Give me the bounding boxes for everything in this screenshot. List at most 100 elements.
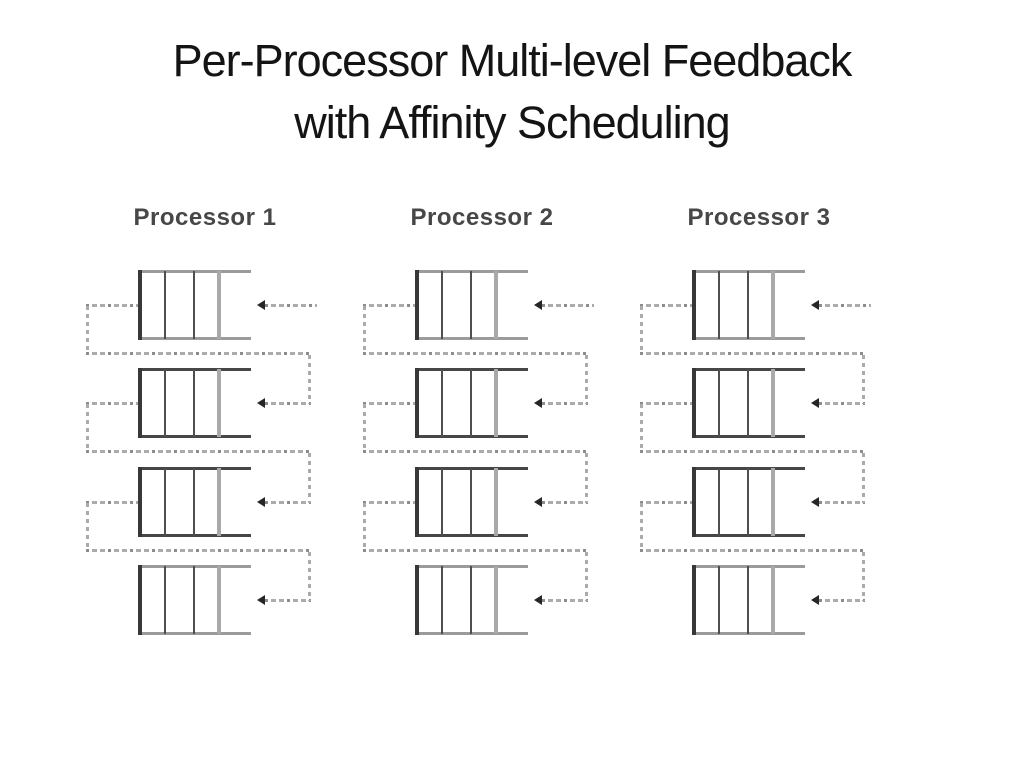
feedback-loop2-out bbox=[86, 402, 138, 405]
queue-cell-divider bbox=[164, 271, 166, 339]
queue-closed-end bbox=[692, 368, 696, 438]
queue-cell-divider bbox=[718, 468, 720, 536]
queue-level-1 bbox=[415, 270, 528, 340]
processor-group: Processor 3 bbox=[640, 200, 878, 645]
arrow-left-icon bbox=[811, 595, 819, 605]
queue-closed-end bbox=[692, 467, 696, 537]
queue-closed-end bbox=[415, 270, 419, 340]
queue-closed-end bbox=[138, 270, 142, 340]
queue-cell-divider bbox=[193, 566, 195, 634]
queue-closed-end bbox=[692, 270, 696, 340]
queue-level-2 bbox=[692, 368, 805, 438]
queue-cell-divider bbox=[747, 566, 749, 634]
feedback-loop1-drop bbox=[308, 355, 311, 404]
queue-cell-divider bbox=[494, 271, 498, 339]
processor-group: Processor 2 bbox=[363, 200, 601, 645]
queue-cell-divider bbox=[193, 369, 195, 437]
feedback-loop3-out bbox=[640, 501, 692, 504]
queue-level-3 bbox=[138, 467, 251, 537]
feedback-loop3-down bbox=[86, 503, 89, 550]
feedback-loop3-out bbox=[86, 501, 138, 504]
queue-closed-end bbox=[415, 368, 419, 438]
queue-closed-end bbox=[138, 565, 142, 635]
queue1-input-dash bbox=[819, 304, 871, 307]
queue4-input-dash bbox=[819, 599, 865, 602]
arrow-left-icon bbox=[811, 497, 819, 507]
slide-title: Per-Processor Multi-level Feedback with … bbox=[0, 30, 1024, 154]
slide-title-line2: with Affinity Scheduling bbox=[294, 97, 730, 148]
queue-cell-divider bbox=[217, 468, 221, 536]
feedback-loop1-run bbox=[86, 352, 311, 355]
feedback-loop2-down bbox=[363, 404, 366, 451]
queue-cell-divider bbox=[771, 468, 775, 536]
feedback-loop1-out bbox=[363, 304, 415, 307]
feedback-loop2-out bbox=[363, 402, 415, 405]
queue4-input-dash bbox=[542, 599, 588, 602]
queue4-input-dash bbox=[265, 599, 311, 602]
queue-cell-divider bbox=[441, 566, 443, 634]
queue-cell-divider bbox=[494, 566, 498, 634]
queue2-input-dash bbox=[819, 402, 865, 405]
arrow-left-icon bbox=[257, 595, 265, 605]
queue-cell-divider bbox=[164, 468, 166, 536]
feedback-loop3-drop bbox=[308, 552, 311, 601]
feedback-loop3-run bbox=[363, 549, 588, 552]
feedback-loop3-down bbox=[640, 503, 643, 550]
feedback-loop3-down bbox=[363, 503, 366, 550]
queue-cell-divider bbox=[470, 566, 472, 634]
queue-cell-divider bbox=[494, 468, 498, 536]
queue-closed-end bbox=[415, 565, 419, 635]
feedback-loop1-drop bbox=[585, 355, 588, 404]
feedback-loop2-run bbox=[86, 450, 311, 453]
arrow-left-icon bbox=[534, 300, 542, 310]
queue-cell-divider bbox=[217, 369, 221, 437]
feedback-loop2-down bbox=[640, 404, 643, 451]
feedback-loop1-run bbox=[363, 352, 588, 355]
queue-closed-end bbox=[415, 467, 419, 537]
feedback-loop2-drop bbox=[308, 453, 311, 503]
feedback-loop1-out bbox=[86, 304, 138, 307]
feedback-loop3-run bbox=[86, 549, 311, 552]
feedback-loop2-out bbox=[640, 402, 692, 405]
processor-label: Processor 3 bbox=[687, 204, 831, 231]
queue-cell-divider bbox=[217, 566, 221, 634]
arrow-left-icon bbox=[257, 300, 265, 310]
processor-group: Processor 1 bbox=[86, 200, 324, 645]
queue-cell-divider bbox=[747, 468, 749, 536]
queue-cell-divider bbox=[747, 271, 749, 339]
queue-cell-divider bbox=[494, 369, 498, 437]
queue-cell-divider bbox=[771, 566, 775, 634]
queue-closed-end bbox=[138, 467, 142, 537]
slide-title-line1: Per-Processor Multi-level Feedback bbox=[172, 35, 853, 86]
queue-cell-divider bbox=[441, 271, 443, 339]
queue-cell-divider bbox=[441, 369, 443, 437]
feedback-loop2-down bbox=[86, 404, 89, 451]
queue-cell-divider bbox=[193, 468, 195, 536]
queue-level-2 bbox=[138, 368, 251, 438]
queue1-input-dash bbox=[265, 304, 317, 307]
feedback-loop1-down bbox=[86, 306, 89, 353]
queue-cell-divider bbox=[771, 369, 775, 437]
queue-cell-divider bbox=[771, 271, 775, 339]
queue-closed-end bbox=[138, 368, 142, 438]
feedback-loop3-drop bbox=[862, 552, 865, 601]
queue-cell-divider bbox=[718, 369, 720, 437]
processor-label: Processor 2 bbox=[410, 204, 554, 231]
arrow-left-icon bbox=[811, 300, 819, 310]
arrow-left-icon bbox=[534, 595, 542, 605]
queue-cell-divider bbox=[164, 369, 166, 437]
queue-level-4 bbox=[692, 565, 805, 635]
queue-cell-divider bbox=[217, 271, 221, 339]
feedback-loop2-run bbox=[363, 450, 588, 453]
arrow-left-icon bbox=[257, 497, 265, 507]
arrow-left-icon bbox=[257, 398, 265, 408]
arrow-left-icon bbox=[534, 398, 542, 408]
queue-cell-divider bbox=[164, 566, 166, 634]
queue-level-4 bbox=[415, 565, 528, 635]
queue1-input-dash bbox=[542, 304, 594, 307]
queue-level-1 bbox=[138, 270, 251, 340]
feedback-loop3-drop bbox=[585, 552, 588, 601]
processor-label: Processor 1 bbox=[133, 204, 277, 231]
queue-cell-divider bbox=[718, 566, 720, 634]
